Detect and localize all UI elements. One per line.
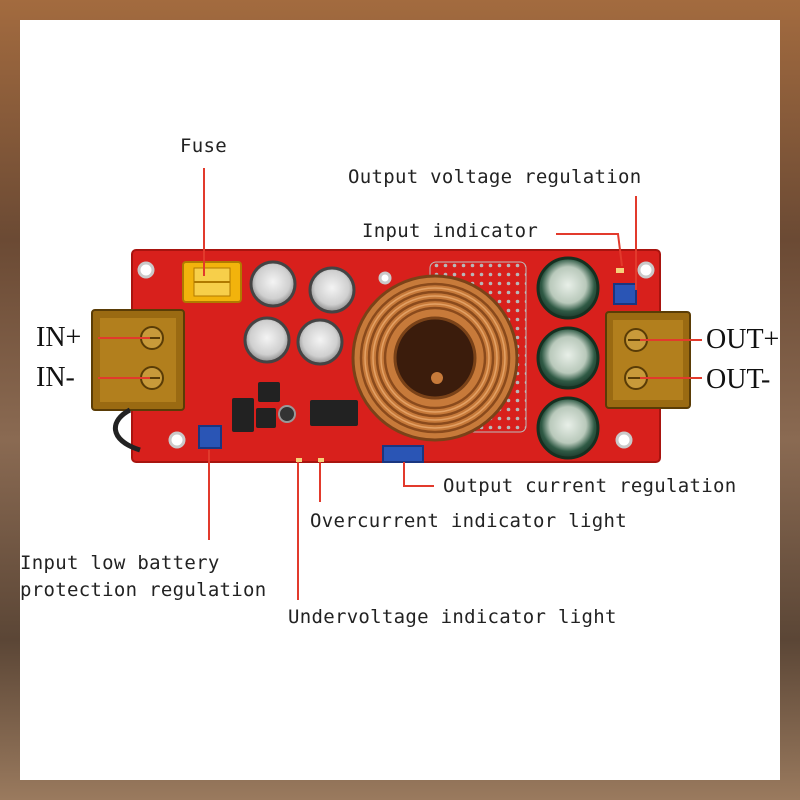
ic-chip (232, 398, 254, 432)
label-output-voltage-regulation: Output voltage regulation (348, 166, 642, 188)
label-undervoltage-indicator-light: Undervoltage indicator light (288, 606, 617, 628)
capacitor (249, 260, 297, 308)
leader-output-current (403, 462, 434, 487)
label-input-low-battery-line2: protection regulation (20, 579, 267, 601)
toroidal-inductor (351, 274, 519, 442)
mounting-hole (615, 431, 633, 449)
leader-input-indicator (556, 233, 623, 267)
mounting-holes (137, 261, 655, 449)
capacitor (536, 256, 600, 320)
led-input-indicator (616, 268, 624, 273)
label-out-minus: OUT- (706, 364, 771, 395)
ic-chip (310, 400, 358, 426)
label-output-current-regulation: Output current regulation (443, 475, 737, 497)
small-capacitor (278, 405, 296, 423)
label-in-plus: IN+ (36, 322, 82, 353)
input-capacitors (243, 260, 356, 366)
mounting-hole (378, 271, 392, 285)
input-cable (112, 407, 141, 453)
label-out-plus: OUT+ (706, 324, 780, 355)
mounting-hole (137, 261, 155, 279)
indicator-leds (296, 268, 624, 462)
control-ics (232, 382, 358, 432)
ic-chip (258, 382, 280, 402)
output-terminal-block (605, 311, 691, 409)
ic-chip (256, 408, 276, 428)
leader-lines (98, 168, 702, 600)
fuse-component (182, 261, 242, 303)
output-capacitors (536, 256, 600, 460)
potentiometer-output-current (382, 445, 424, 463)
label-input-low-battery-line1: Input low battery (20, 552, 220, 574)
capacitor (536, 396, 600, 460)
label-in-minus: IN- (36, 362, 75, 393)
label-overcurrent-indicator-light: Overcurrent indicator light (310, 510, 627, 532)
mounting-hole (168, 431, 186, 449)
mounting-hole (637, 261, 655, 279)
capacitor (243, 316, 291, 364)
label-input-indicator: Input indicator (362, 220, 539, 242)
capacitor (296, 318, 344, 366)
potentiometer-low-battery (198, 425, 222, 449)
led-overcurrent (318, 458, 324, 462)
label-fuse: Fuse (180, 135, 227, 157)
capacitor (308, 266, 356, 314)
capacitor (536, 326, 600, 390)
led-undervoltage (296, 458, 302, 462)
input-terminal-block (91, 309, 185, 411)
potentiometer-output-voltage (613, 283, 637, 305)
